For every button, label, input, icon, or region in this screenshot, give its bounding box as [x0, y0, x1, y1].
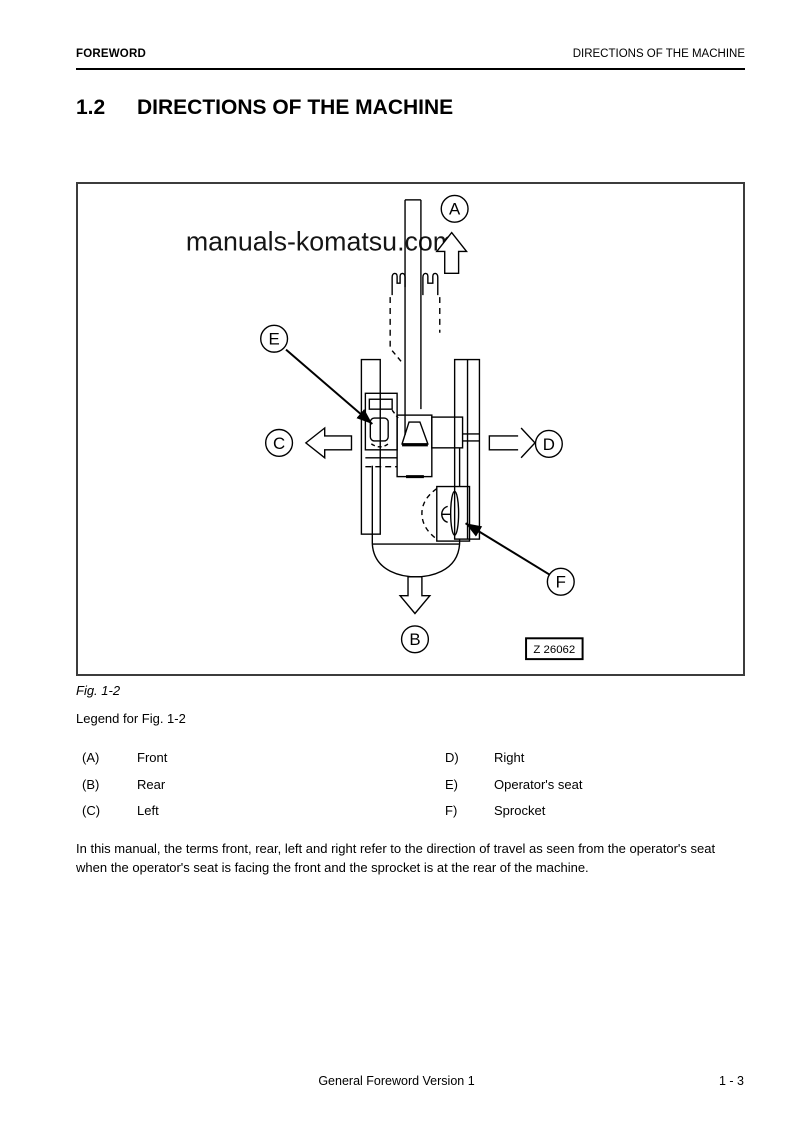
machine-body	[364, 392, 480, 578]
legend-key: D)	[445, 750, 459, 765]
legend-table: (A) Front D) Right (B) Rear E) Operator'…	[76, 750, 745, 830]
label-d: D	[534, 429, 563, 458]
legend-value: Operator's seat	[494, 776, 583, 792]
legend-heading: Legend for Fig. 1-2	[76, 711, 186, 726]
label-f: F	[546, 567, 575, 596]
figure-caption: Fig. 1-2	[76, 683, 121, 698]
section-title-text: DIRECTIONS OF THE MACHINE	[137, 96, 454, 119]
body-paragraph: In this manual, the terms front, rear, l…	[76, 841, 716, 875]
legend-key: (C)	[82, 803, 101, 818]
svg-text:E: E	[268, 330, 279, 349]
right-track	[453, 358, 481, 540]
legend-value: Right	[494, 750, 525, 765]
label-b: B	[400, 625, 430, 654]
drawing-number-box: Z 26062	[525, 637, 584, 661]
label-c: C	[264, 428, 294, 457]
header-section-label: FOREWORD	[76, 48, 146, 60]
legend-value: Front	[137, 750, 168, 765]
svg-text:F: F	[556, 573, 566, 592]
operator-seat	[364, 392, 399, 468]
label-e: E	[260, 324, 289, 353]
legend-row: (A) Front D) Right	[76, 750, 745, 777]
legend-key: E)	[445, 776, 458, 792]
legend-value: Left	[137, 803, 159, 818]
header-chapter-label: DIRECTIONS OF THE MACHINE	[572, 48, 745, 60]
legend-value: Sprocket	[494, 803, 546, 818]
boom-mount	[396, 414, 433, 479]
legend-row: (C) Left F) Sprocket	[76, 803, 745, 830]
left-track	[360, 358, 381, 535]
sprocket	[421, 485, 471, 542]
header-rule	[76, 68, 745, 70]
legend-key: (A)	[82, 750, 100, 765]
machine-direction-diagram: manuals-komatsu.com	[186, 194, 584, 661]
label-a: A	[440, 194, 469, 223]
sprocket-leader-line	[465, 522, 551, 576]
svg-text:A: A	[449, 200, 461, 219]
watermark-text: manuals-komatsu.com	[186, 226, 455, 256]
seat-leader-line	[285, 348, 373, 425]
footer-page-number: 1 - 3	[718, 1074, 744, 1088]
legend-value: Rear	[137, 776, 166, 792]
svg-text:C: C	[273, 434, 285, 453]
legend-row: (B) Rear E) Operator's seat	[76, 777, 745, 804]
legend-key: (B)	[82, 776, 100, 792]
svg-text:B: B	[409, 630, 420, 649]
page-title: 1.2 DIRECTIONS OF THE MACHINE	[76, 96, 453, 120]
figure-frame: manuals-komatsu.com	[76, 182, 745, 676]
drawing-number-text: Z 26062	[533, 644, 575, 656]
section-number: 1.2	[76, 96, 106, 119]
right-deck	[431, 416, 480, 449]
front-arrow-icon	[435, 231, 468, 274]
legend-key: F)	[445, 803, 458, 818]
footer-document-title: General Foreword Version 1	[318, 1074, 475, 1088]
rear-arrow-icon	[398, 576, 432, 615]
svg-text:D: D	[543, 435, 555, 454]
left-arrow-icon	[304, 426, 353, 460]
right-arrow-icon	[488, 427, 536, 459]
